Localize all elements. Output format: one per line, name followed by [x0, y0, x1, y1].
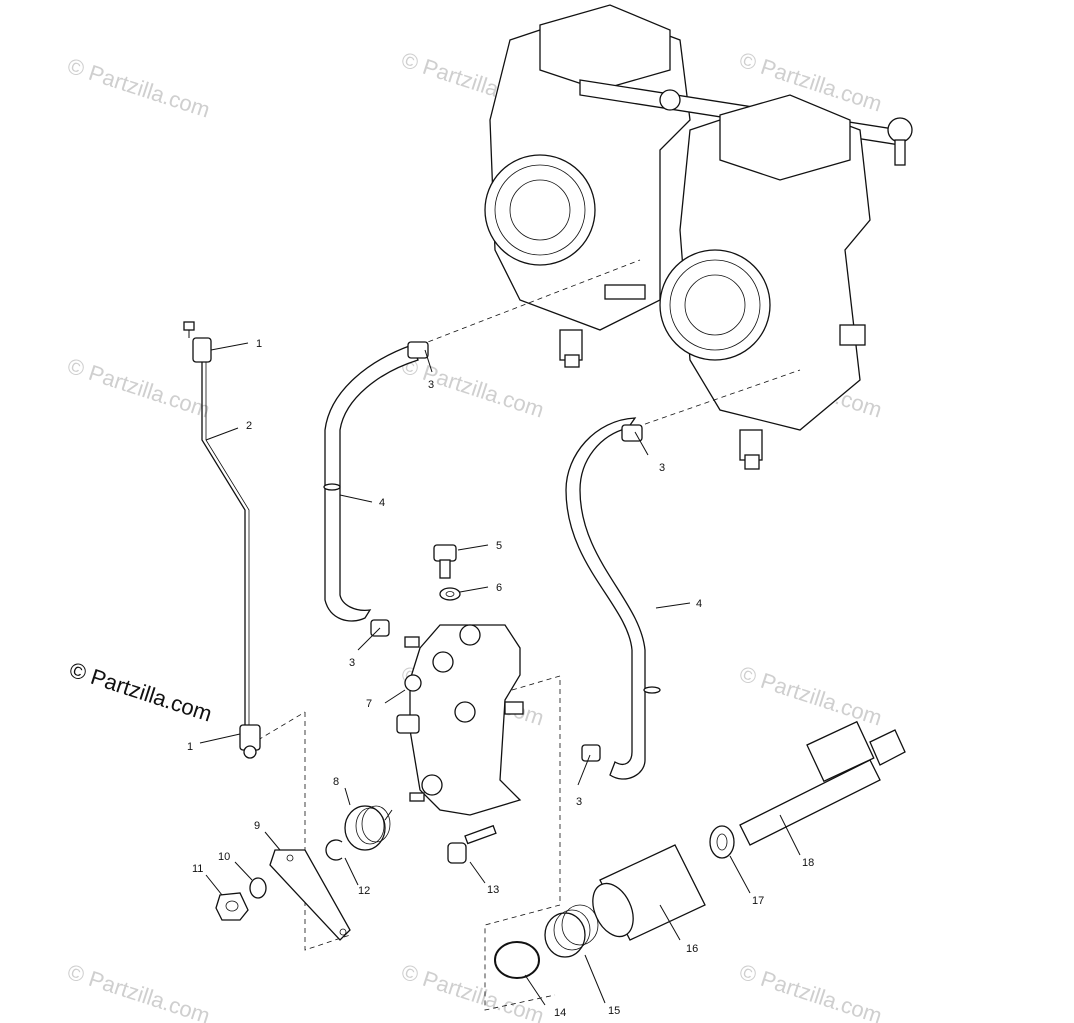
callout-7: 7 — [366, 698, 372, 710]
callout-16: 16 — [686, 943, 698, 955]
watermark: © Partzilla.com — [398, 353, 547, 423]
linkage-parts — [215, 805, 393, 941]
callout-3: 3 — [659, 462, 665, 474]
callout-3: 3 — [349, 657, 355, 669]
watermark: © Partzilla.com — [736, 661, 885, 731]
watermark: © Partzilla.com — [64, 353, 213, 423]
callout-18: 18 — [802, 857, 814, 869]
callout-5: 5 — [496, 540, 502, 552]
watermark: © Partzilla.com — [736, 959, 885, 1023]
callout-1: 1 — [256, 338, 262, 350]
watermark: © Partzilla.com — [64, 959, 213, 1023]
hose-left — [323, 341, 429, 637]
watermark: © Partzilla.com — [64, 53, 213, 123]
throttle-cable — [183, 321, 261, 759]
drive-parts — [494, 720, 906, 979]
callout-14: 14 — [554, 1007, 566, 1019]
watermark: © Partzilla.com — [398, 959, 547, 1023]
callout-1: 1 — [187, 741, 193, 753]
callout-13: 13 — [487, 884, 499, 896]
leader-lines — [199, 342, 801, 1006]
callout-15: 15 — [608, 1005, 620, 1017]
guide-lines — [257, 259, 801, 1011]
fuel-pump — [396, 544, 524, 864]
callout-2: 2 — [246, 420, 252, 432]
watermark-main: © Partzilla.com — [66, 657, 215, 727]
callout-3: 3 — [576, 796, 582, 808]
callout-10: 10 — [218, 851, 230, 863]
callout-6: 6 — [496, 582, 502, 594]
callout-labels: 1 1 2 3 3 3 3 4 4 5 6 7 8 9 10 11 12 13 … — [187, 338, 814, 1019]
callout-17: 17 — [752, 895, 764, 907]
callout-12: 12 — [358, 885, 370, 897]
callout-4: 4 — [379, 497, 385, 509]
callout-8: 8 — [333, 776, 339, 788]
carburetor-assembly — [484, 4, 913, 470]
callout-4: 4 — [696, 598, 702, 610]
callout-9: 9 — [254, 820, 260, 832]
callout-3: 3 — [428, 379, 434, 391]
callout-11: 11 — [192, 863, 203, 875]
hose-right — [565, 417, 661, 780]
